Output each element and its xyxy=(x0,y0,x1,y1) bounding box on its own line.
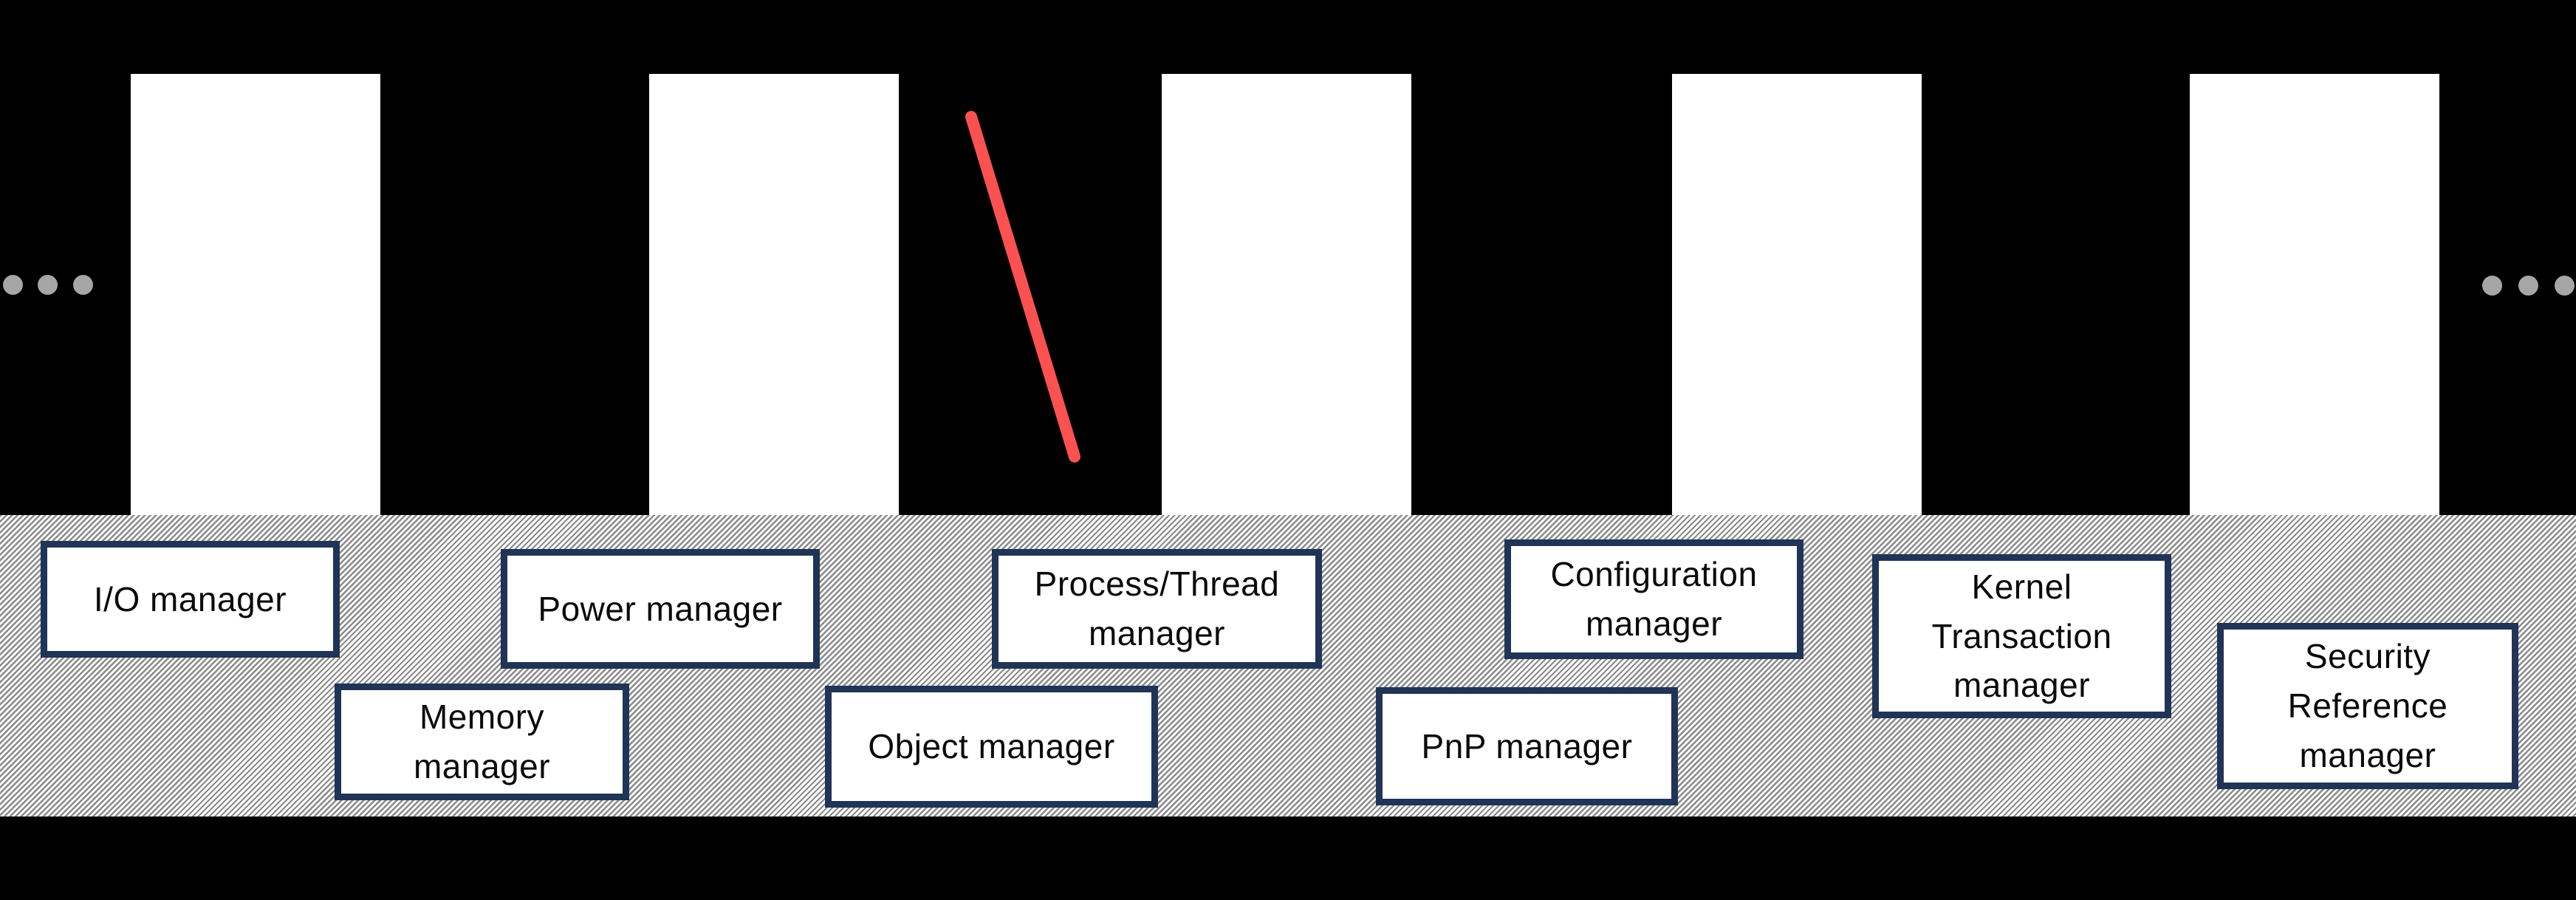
column-5 xyxy=(2190,74,2439,515)
ellipsis-left-dot-icon xyxy=(73,275,93,295)
pnp-manager-box: PnP manager xyxy=(1376,687,1678,805)
ellipsis-left-dot-icon xyxy=(38,275,58,295)
column-3 xyxy=(1162,74,1411,515)
ellipsis-right-dot-icon xyxy=(2518,276,2538,296)
configuration-manager-label: Configuration manager xyxy=(1550,555,1758,643)
security-reference-manager-box: Security Reference manager xyxy=(2217,623,2518,789)
column-1 xyxy=(131,74,380,515)
column-4 xyxy=(1672,74,1922,515)
process-thread-manager-box: Process/Thread manager xyxy=(992,549,1322,669)
ellipsis-right-dot-icon xyxy=(2555,276,2575,296)
security-reference-manager-label: Security Reference manager xyxy=(2287,637,2448,774)
memory-manager-box: Memory manager xyxy=(335,683,629,800)
object-manager-box: Object manager xyxy=(825,686,1158,808)
kernel-transaction-manager-box: Kernel Transaction manager xyxy=(1872,554,2171,718)
io-manager-label: I/O manager xyxy=(93,579,287,618)
memory-manager-label: Memory manager xyxy=(413,698,551,785)
pnp-manager-label: PnP manager xyxy=(1421,726,1633,766)
io-manager-box: I/O manager xyxy=(41,541,340,658)
column-2 xyxy=(649,74,899,515)
power-manager-label: Power manager xyxy=(538,589,783,628)
ellipsis-left-dot-icon xyxy=(3,275,23,295)
power-manager-box: Power manager xyxy=(501,549,820,669)
object-manager-label: Object manager xyxy=(868,727,1115,766)
configuration-manager-box: Configuration manager xyxy=(1504,539,1803,659)
kernel-transaction-manager-label: Kernel Transaction manager xyxy=(1931,567,2112,705)
ellipsis-right-dot-icon xyxy=(2482,276,2502,296)
process-thread-manager-label: Process/Thread manager xyxy=(1034,565,1280,652)
